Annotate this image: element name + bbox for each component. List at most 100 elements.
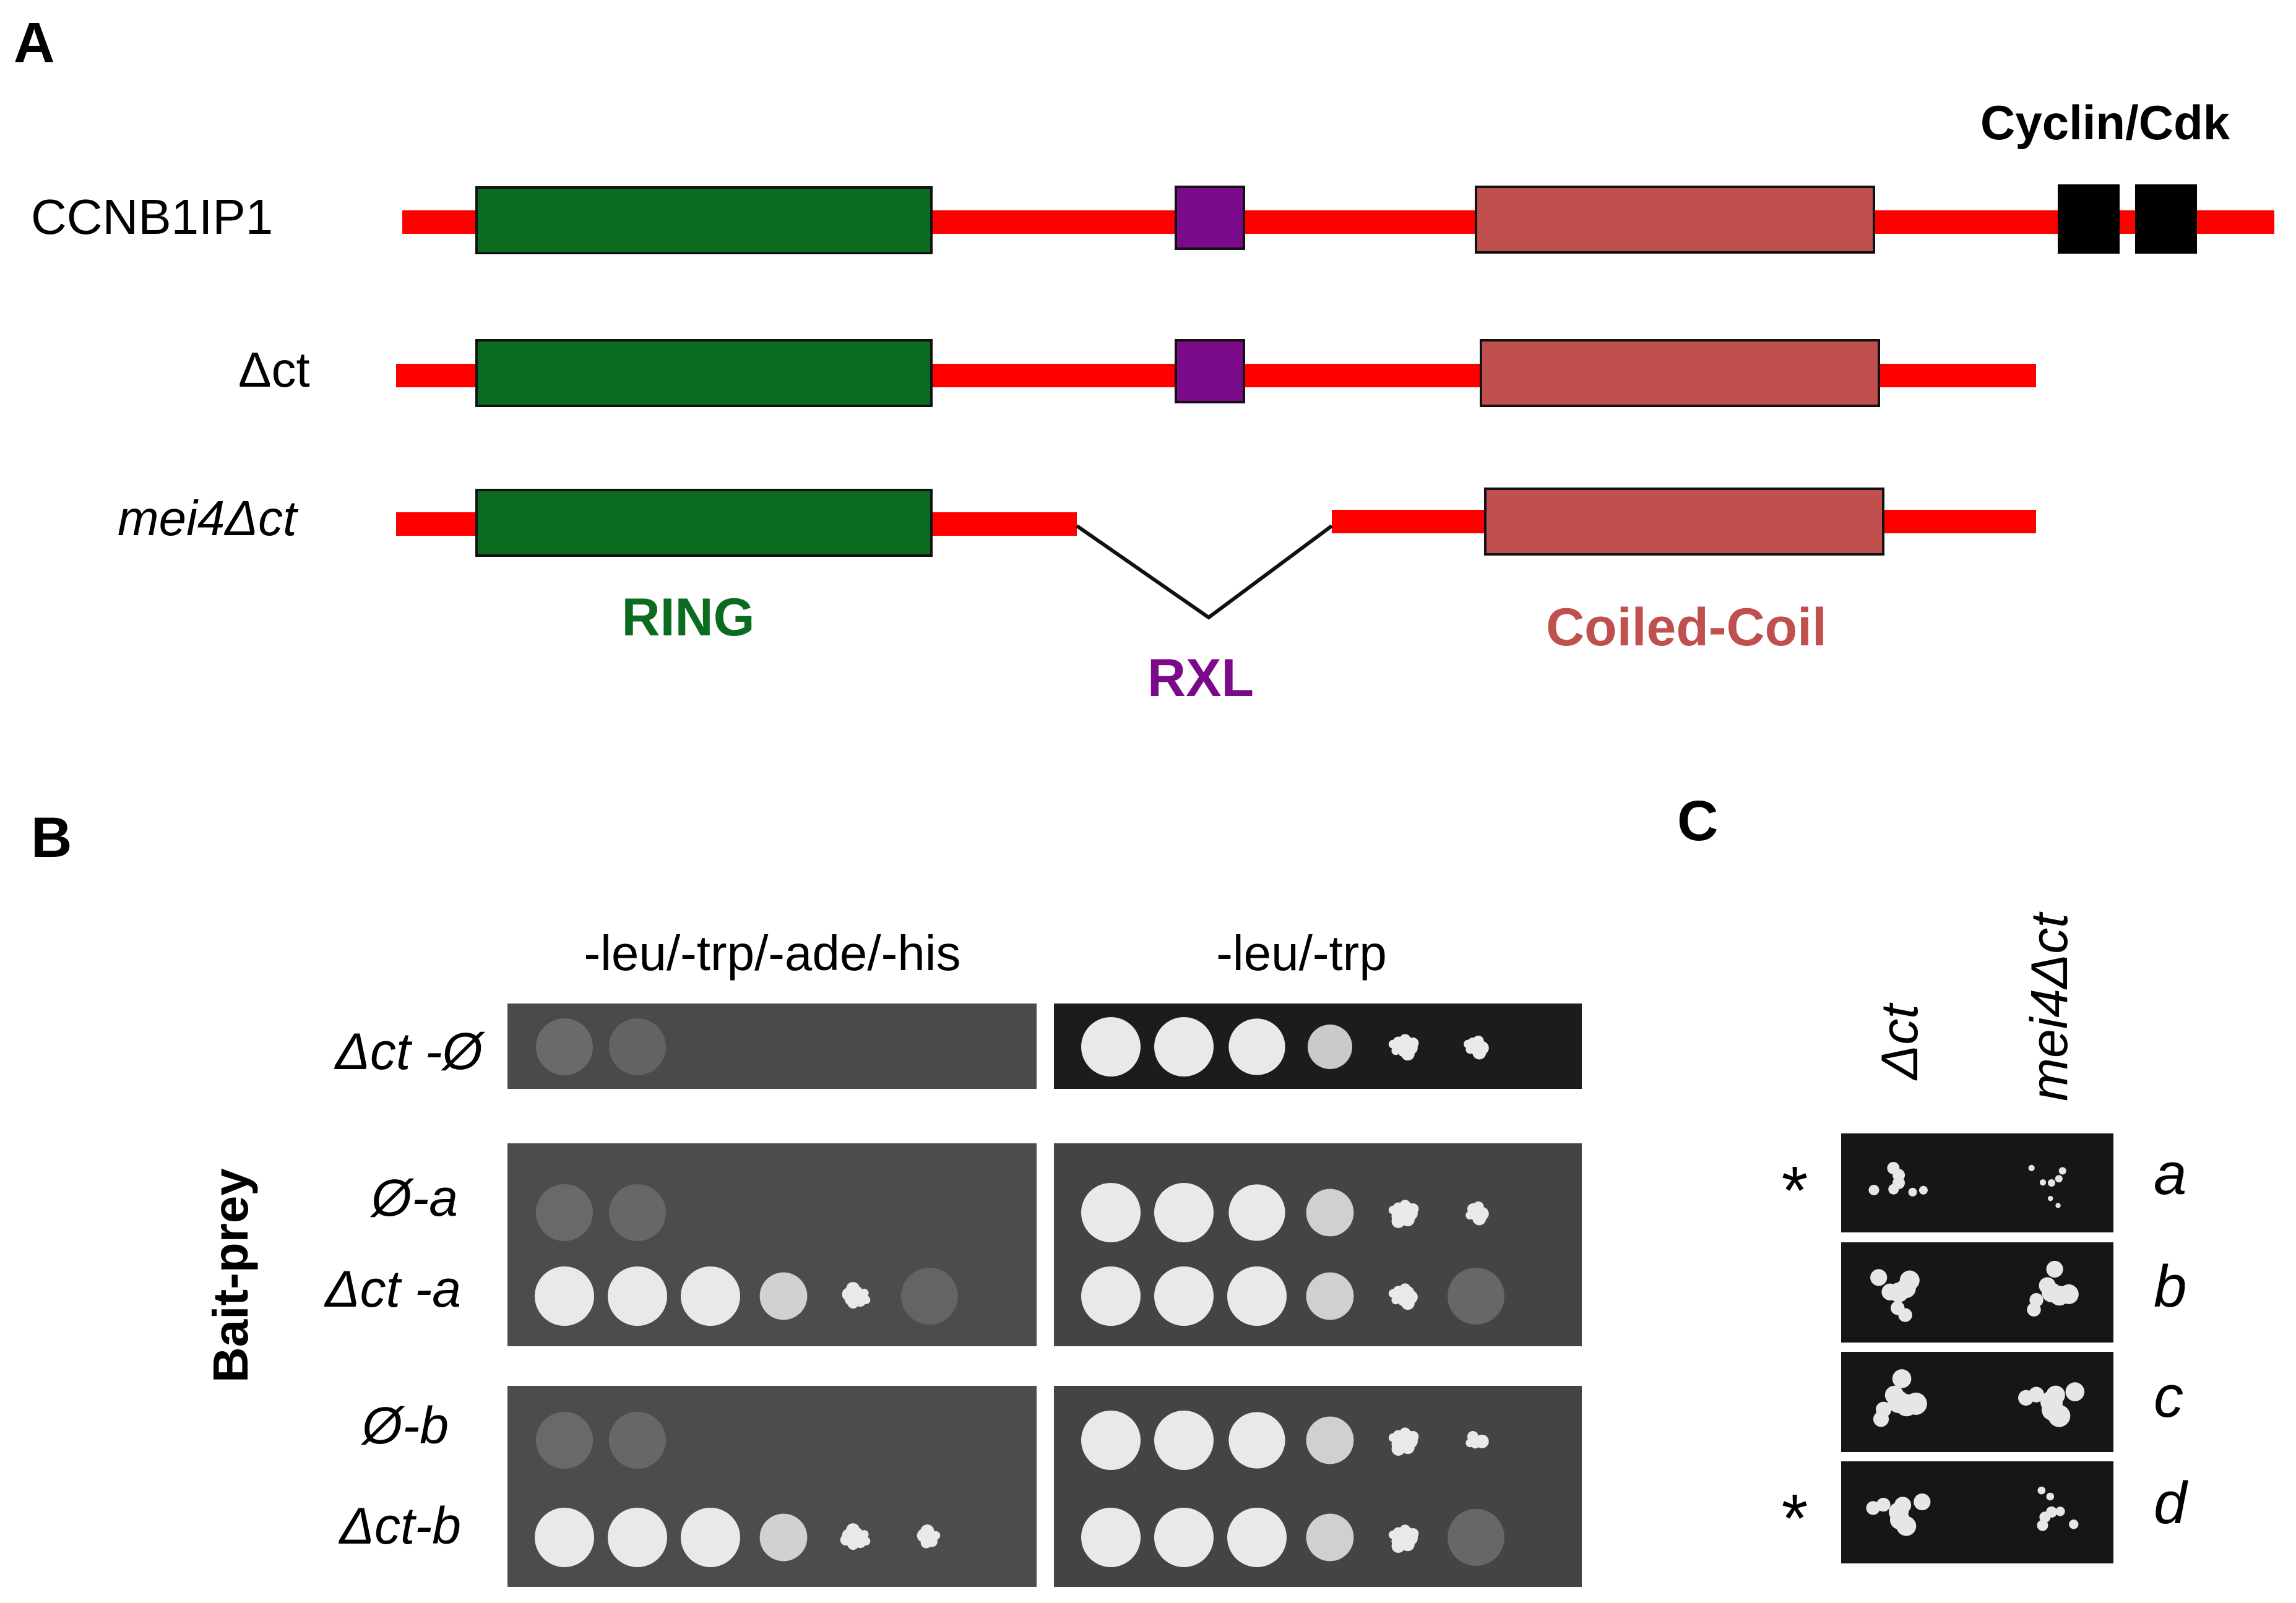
- small-colony: [861, 1296, 871, 1305]
- colony-spot: [1306, 1272, 1354, 1320]
- colony-spot: [1228, 1184, 1285, 1241]
- colony: [1914, 1493, 1931, 1511]
- small-colony: [1391, 1442, 1405, 1456]
- coiled-coil-domain: [1475, 186, 1875, 254]
- colony: [2028, 1386, 2044, 1403]
- colony: [2065, 1382, 2085, 1401]
- colony-spot: [1154, 1266, 1214, 1326]
- small-colony: [1407, 1038, 1419, 1049]
- small-colony: [1475, 1434, 1489, 1448]
- panel-a-letter: A: [14, 11, 54, 74]
- colony-clusters: [1866, 1162, 2085, 1536]
- colony-spot: [1154, 1411, 1214, 1470]
- row-label-c-b: b: [2154, 1253, 2186, 1320]
- colony-spot: [608, 1266, 667, 1326]
- coiled-coil-domain: [1480, 339, 1880, 407]
- coiled-coil-label: Coiled-Coil: [1546, 598, 1827, 657]
- row-label-c-a: a: [2154, 1141, 2186, 1207]
- small-colony: [1388, 1433, 1397, 1442]
- colony: [2048, 1195, 2053, 1201]
- cdk-site-2: [2135, 184, 2197, 254]
- row-label-c-c: c: [2154, 1364, 2183, 1430]
- star-a: *: [1782, 1153, 1808, 1229]
- small-colony: [846, 1282, 860, 1296]
- colony: [2048, 1179, 2055, 1187]
- faint-spot: [609, 1184, 666, 1241]
- construct-label-ccnb1ip1: CCNB1IP1: [31, 189, 273, 244]
- colony-spot: [535, 1266, 594, 1326]
- small-colony: [1399, 1283, 1411, 1295]
- colony-spot: [1154, 1508, 1214, 1567]
- small-colony: [1391, 1296, 1400, 1305]
- row-label-dct-b: Δct-b: [339, 1497, 461, 1555]
- colony: [1889, 1502, 1909, 1522]
- colony: [1875, 1401, 1892, 1417]
- row-label-c-d: d: [2154, 1470, 2188, 1536]
- colony: [1891, 1300, 1905, 1315]
- colony-spot: [681, 1266, 740, 1326]
- small-colony: [860, 1530, 869, 1539]
- bait-prey-label: Bait-prey: [203, 1168, 258, 1383]
- colony-spot: [1306, 1416, 1354, 1464]
- column-header-mei4dct: mei4Δct: [2020, 911, 2078, 1101]
- small-colony: [1464, 1039, 1473, 1049]
- small-colony: [1407, 1203, 1419, 1215]
- colony: [2040, 1391, 2063, 1413]
- ring-label: RING: [622, 588, 755, 647]
- colony-spot: [759, 1272, 808, 1320]
- small-colony: [847, 1297, 859, 1309]
- colony-spot: [1081, 1508, 1141, 1567]
- colony: [2046, 1506, 2057, 1518]
- small-colony: [1388, 1530, 1397, 1539]
- construct-mei4dct: mei4Δct: [118, 488, 2036, 620]
- panel-c-letter: C: [1677, 789, 1718, 853]
- colony-spots: [535, 1017, 1504, 1567]
- colony-spot: [535, 1508, 594, 1567]
- construct-dct: Δct: [238, 339, 2036, 407]
- cdk-site-1: [2058, 184, 2120, 254]
- rxl-motif: [1175, 339, 1245, 403]
- small-colony: [846, 1523, 860, 1537]
- small-colony: [1388, 1289, 1397, 1298]
- faint-spot: [1448, 1509, 1504, 1566]
- small-colony: [1391, 1214, 1405, 1228]
- colony: [2037, 1486, 2046, 1495]
- row-label-empty-b: Ø-b: [360, 1396, 449, 1455]
- plate-c-c: [1841, 1352, 2113, 1452]
- rxl-motif: [1175, 186, 1245, 250]
- colony-spot: [681, 1508, 740, 1567]
- small-colony: [1400, 1296, 1415, 1310]
- colony-spot: [759, 1513, 808, 1562]
- plate-row-1-left: [507, 1003, 1037, 1089]
- colony-spot: [1081, 1411, 1141, 1470]
- ring-domain: [475, 186, 933, 254]
- small-colony: [1391, 1539, 1405, 1553]
- colony-spot: [608, 1508, 667, 1567]
- colony: [2039, 1179, 2047, 1186]
- construct-label-mei4dct: mei4Δct: [118, 491, 298, 546]
- faint-spot: [901, 1268, 958, 1325]
- small-colony: [920, 1537, 932, 1549]
- small-colony: [860, 1289, 869, 1298]
- faint-spot: [536, 1184, 593, 1241]
- colony: [1888, 1391, 1910, 1413]
- column-header-nonselective: -leu/-trp: [1216, 926, 1387, 981]
- colony: [2046, 1492, 2055, 1501]
- construct-label-dct: Δct: [238, 342, 310, 397]
- faint-spot: [536, 1412, 593, 1469]
- colony: [1876, 1497, 1891, 1512]
- deletion-bracket: [1076, 524, 1333, 620]
- colony-spot: [1154, 1183, 1214, 1242]
- colony-spot: [1306, 1513, 1354, 1562]
- colony-spot: [1306, 1188, 1354, 1237]
- colony: [2042, 1283, 2061, 1302]
- colony: [1892, 1177, 1905, 1189]
- faint-spot: [1448, 1268, 1504, 1325]
- colony-spot: [1081, 1183, 1141, 1242]
- small-colony: [920, 1524, 934, 1539]
- faint-spot: [536, 1018, 593, 1075]
- column-header-dct: Δct: [1870, 1002, 1928, 1081]
- small-colony: [1407, 1431, 1419, 1443]
- colony-spot: [1154, 1017, 1214, 1077]
